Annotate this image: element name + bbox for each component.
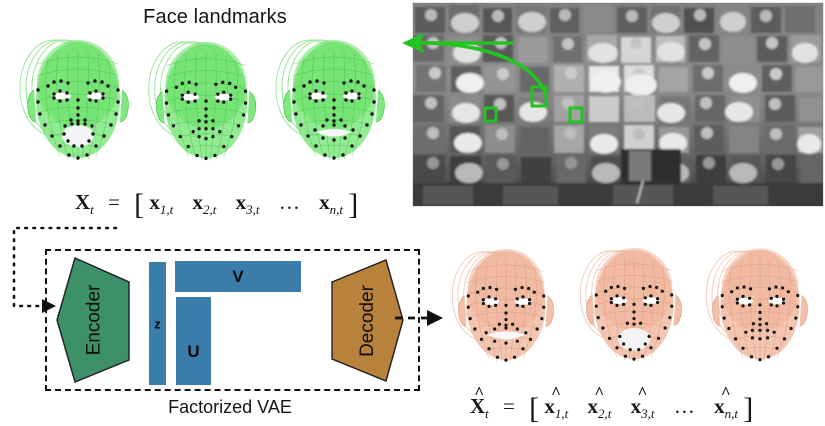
eq-input-term-2: x2,t bbox=[192, 190, 217, 218]
eq-output-term-3: ^x3,t bbox=[630, 383, 655, 422]
factorized-vae-box bbox=[45, 249, 420, 391]
reconstructed-faces-row bbox=[440, 232, 825, 392]
eq-output-term-n: ^xn,t bbox=[714, 383, 738, 422]
crowd-photo bbox=[413, 3, 823, 206]
detection-box-3 bbox=[568, 106, 584, 124]
eq-input-term-3: x3,t bbox=[235, 190, 260, 218]
landmark-faces-row bbox=[8, 28, 408, 183]
matrix-v[interactable]: V bbox=[175, 261, 301, 292]
decoder-block[interactable]: Decoder bbox=[330, 258, 405, 383]
eq-input-open-bracket: [ bbox=[134, 188, 145, 221]
output-equation: ^Xt = [ ^x1,t ^x2,t ^x3,t … ^xn,t ] bbox=[470, 383, 754, 426]
eq-output-term-1: ^x1,t bbox=[544, 383, 569, 422]
eq-input-term-1: x1,t bbox=[149, 190, 174, 218]
eq-output-ellipsis: … bbox=[673, 394, 695, 418]
reconstructed-face-1 bbox=[451, 248, 554, 363]
decoder-output-arrow bbox=[395, 310, 443, 326]
encoder-block[interactable]: Encoder bbox=[55, 256, 133, 384]
latent-vector-z[interactable]: z bbox=[149, 262, 166, 385]
eq-output-lhs: ^Xt bbox=[470, 383, 489, 422]
landmark-face-3 bbox=[275, 39, 385, 161]
eq-output-equals: = bbox=[503, 394, 515, 418]
factorized-vae-caption: Factorized VAE bbox=[168, 397, 292, 417]
arrow-left-icon bbox=[402, 33, 424, 53]
input-equation: Xt = [ x1,t x2,t x3,t … xn,t ] bbox=[75, 188, 358, 222]
eq-output-close-bracket: ] bbox=[743, 392, 754, 425]
eq-input-equals: = bbox=[108, 190, 120, 214]
detection-box-1 bbox=[530, 85, 548, 108]
landmark-face-2 bbox=[148, 41, 257, 161]
matrix-u[interactable]: U bbox=[176, 297, 211, 385]
eq-input-term-n: xn,t bbox=[319, 190, 343, 218]
eq-input-close-bracket: ] bbox=[348, 188, 359, 221]
eq-output-open-bracket: [ bbox=[529, 392, 540, 425]
reconstructed-face-2 bbox=[579, 247, 682, 362]
landmark-face-1 bbox=[19, 39, 129, 161]
hat-accent: ^ bbox=[474, 383, 485, 402]
face-landmarks-title: Face landmarks bbox=[143, 6, 287, 28]
crowd-to-landmarks-arrow bbox=[402, 33, 514, 53]
matrix-u-label: U bbox=[187, 341, 200, 361]
eq-input-ellipsis: … bbox=[278, 190, 300, 214]
eq-output-term-2: ^x2,t bbox=[587, 383, 612, 422]
eq-input-lhs: Xt bbox=[75, 190, 94, 218]
arrow-right-icon bbox=[427, 310, 443, 326]
reconstructed-face-3 bbox=[705, 248, 808, 362]
latent-z-label: z bbox=[154, 316, 161, 331]
matrix-v-label: V bbox=[232, 266, 244, 286]
detection-box-2 bbox=[483, 106, 498, 123]
